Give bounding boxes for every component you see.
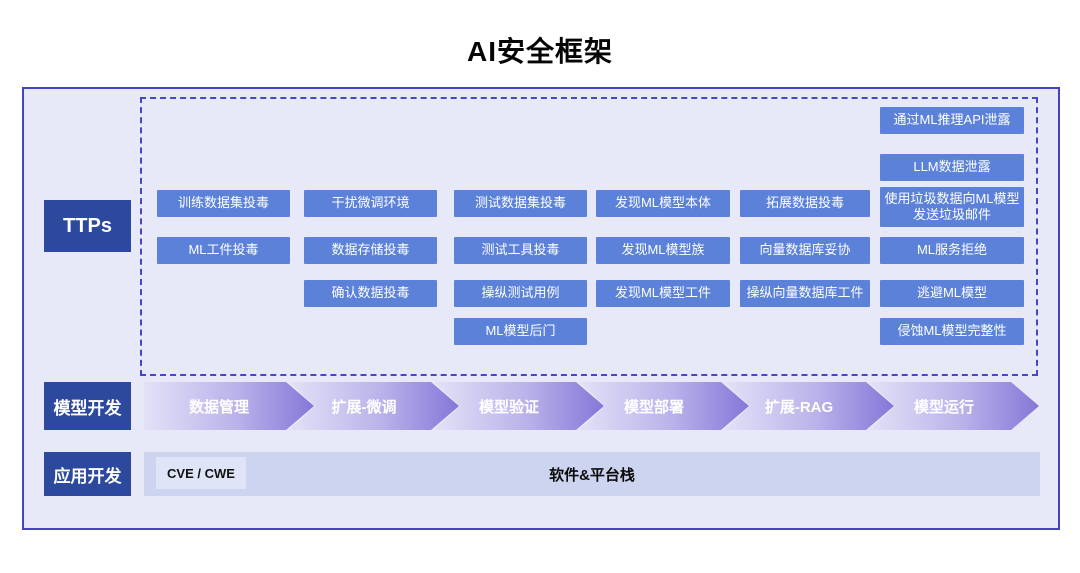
framework-frame: TTPs 模型开发 应用开发 通过ML推理API泄露 LLM数据泄露训练数据集投毒… [22,87,1060,530]
lifecycle-stage-arrow: 模型运行 [869,382,1039,430]
ttp-box: LLM数据泄露 [880,154,1024,181]
app-dev-row-label: 应用开发 [44,452,131,496]
software-platform-stack-bar: 软件&平台栈 CVE / CWE [144,452,1040,496]
ttp-box: 测试数据集投毒 [454,190,587,217]
lifecycle-stage-label: 模型运行 [913,398,974,416]
ttp-box: 发现ML模型工件 [596,280,730,307]
lifecycle-stage-arrow: 模型验证 [434,382,604,430]
ttp-box: 发现ML模型本体 [596,190,730,217]
ttp-box: 训练数据集投毒 [157,190,290,217]
lifecycle-stage-arrow: 模型部署 [579,382,749,430]
ttp-box: 数据存储投毒 [304,237,437,264]
lifecycle-stage-arrow: 扩展-RAG [724,382,894,430]
ttp-box: 发现ML模型族 [596,237,730,264]
ttp-box: 使用垃圾数据向ML模型发送垃圾邮件 [880,187,1024,227]
ttp-box: 操纵向量数据库工件 [740,280,870,307]
ttp-box: 测试工具投毒 [454,237,587,264]
ttp-box: ML模型后门 [454,318,587,345]
ttp-box: ML工件投毒 [157,237,290,264]
lifecycle-stage-label: 扩展-RAG [764,398,834,416]
lifecycle-stage-label: 扩展-微调 [331,398,397,416]
ttp-box: 操纵测试用例 [454,280,587,307]
lifecycle-stage-arrow: 扩展-微调 [289,382,459,430]
cve-cwe-box: CVE / CWE [156,457,246,489]
ttps-row-label: TTPs [44,200,131,252]
ttp-box: 向量数据库妥协 [740,237,870,264]
lifecycle-stage-arrow: 数据管理 [144,382,314,430]
ttp-box: 拓展数据投毒 [740,190,870,217]
ttp-box: 干扰微调环境 [304,190,437,217]
lifecycle-stage-label: 模型部署 [623,398,684,416]
ttp-box: ML服务拒绝 [880,237,1024,264]
lifecycle-stage-label: 模型验证 [478,398,539,416]
stack-label: 软件&平台栈 [549,466,635,484]
ttp-box: 逃避ML模型 [880,280,1024,307]
ttp-box: 通过ML推理API泄露 [880,107,1024,134]
ttp-box: 侵蚀ML模型完整性 [880,318,1024,345]
page-title: AI安全框架 [466,36,613,67]
model-dev-row-label: 模型开发 [44,382,131,430]
lifecycle-stage-label: 数据管理 [188,398,249,416]
ttp-box: 确认数据投毒 [304,280,437,307]
model-lifecycle-arrow-row: 数据管理 扩展-微调 模型验证 模型部署 扩展-RAG 模型运行 [144,382,1040,430]
